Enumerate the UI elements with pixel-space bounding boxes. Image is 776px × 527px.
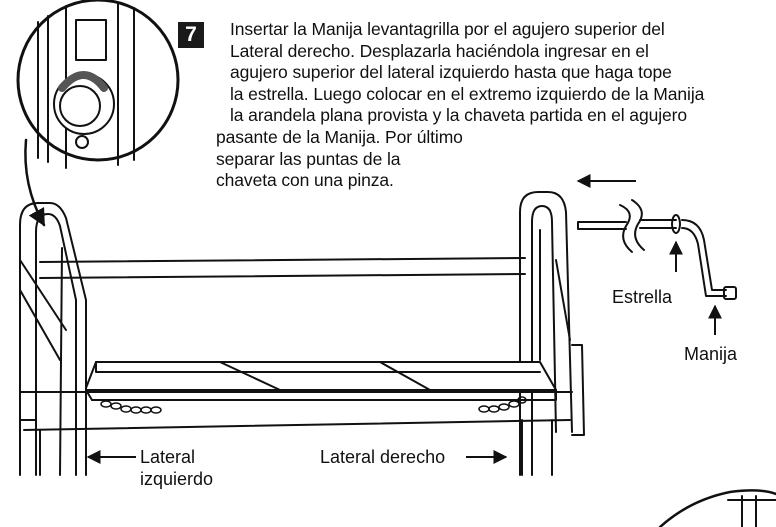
label-lateral-derecho: Lateral derecho	[320, 447, 446, 467]
label-lateral-izquierdo-line2: izquierdo	[140, 469, 214, 489]
instruction-line-6: pasante de la Manija. Por último	[216, 127, 463, 147]
label-manija: Manija	[684, 344, 738, 364]
corner-detail	[658, 489, 776, 527]
instruction-line-5: la arandela plana provista y la chaveta …	[230, 105, 687, 126]
bottom-rail	[19, 391, 573, 431]
handle-part	[577, 199, 737, 300]
instruction-line-7: separar las puntas de la	[216, 148, 401, 169]
legs	[39, 419, 553, 476]
detail-zoom-circle	[16, 0, 180, 169]
grill-tray	[85, 361, 557, 401]
label-lateral-izquierdo-line1: Lateral	[140, 447, 196, 467]
instruction-line-2: Lateral derecho. Desplazarla haciéndola …	[230, 40, 649, 61]
chain-left	[100, 400, 162, 414]
instruction-line-4: la estrella. Luego colocar en el extremo…	[230, 83, 705, 104]
chain-right	[478, 396, 527, 413]
left-side-frame	[19, 202, 87, 476]
right-side-frame	[519, 191, 585, 476]
instruction-line-1: Insertar la Manija levantagrilla por el …	[230, 19, 665, 39]
top-rail	[39, 257, 526, 279]
step-number-badge: 7	[178, 22, 204, 48]
instruction-line-3: agujero superior del lateral izquierdo h…	[230, 62, 672, 83]
curved-arrow	[24, 138, 46, 227]
label-estrella: Estrella	[612, 287, 673, 307]
instruction-line-8: chaveta con una pinza.	[216, 170, 394, 191]
